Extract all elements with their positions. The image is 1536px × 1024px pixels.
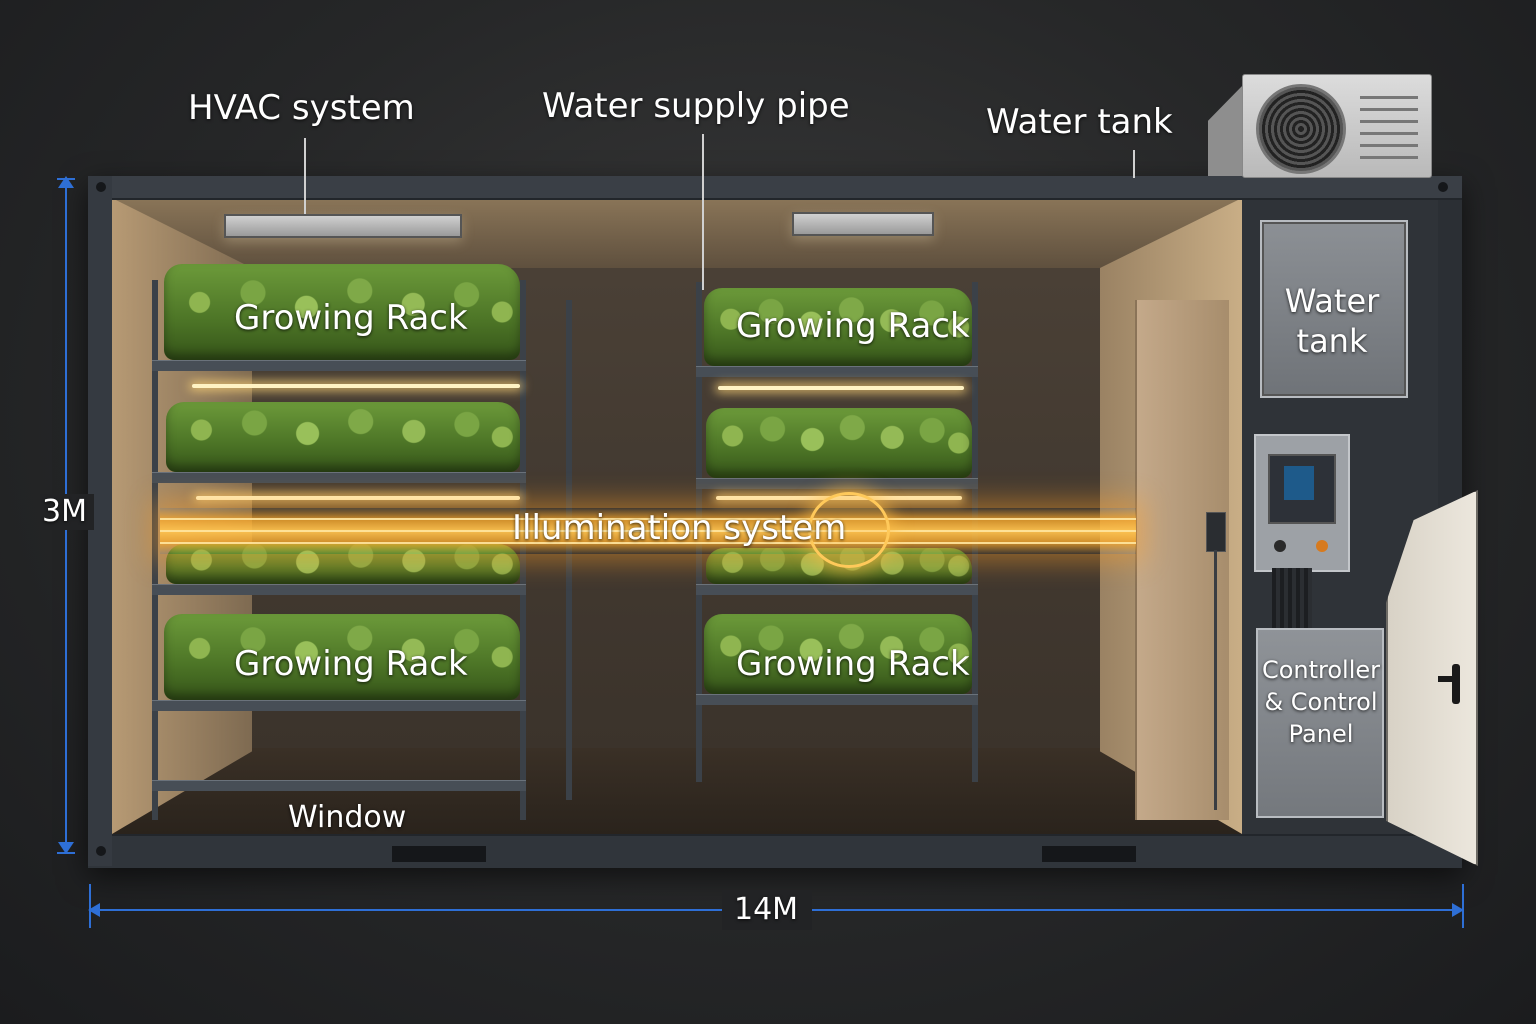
illumination-beam-line	[160, 518, 1136, 520]
width-dimension-label: 14M	[734, 892, 799, 927]
label-hvac-system: HVAC system	[188, 88, 415, 128]
plants-tray	[164, 614, 520, 700]
rack-shelf	[696, 478, 978, 489]
leader-line-water-tank	[1133, 150, 1135, 178]
controller-label-line3: Panel	[1288, 720, 1354, 748]
interior-partition	[1135, 300, 1229, 820]
dimension-tick	[57, 852, 75, 854]
water-tank-box-label-line1: Water	[1284, 282, 1380, 320]
container-top-rail	[88, 176, 1462, 200]
illumination-beam-line	[160, 530, 1136, 532]
ceiling-light	[792, 212, 934, 236]
forklift-slot	[1042, 846, 1136, 862]
hvac-grille	[1360, 144, 1418, 147]
leader-line-water-pipe	[702, 134, 704, 290]
plants-tray	[704, 288, 972, 366]
label-illumination-system: Illumination system	[512, 508, 847, 548]
controller-label-line1: Controller	[1261, 656, 1381, 684]
rack-shelf	[152, 584, 526, 595]
height-dimension-label: 3M	[42, 494, 87, 529]
dimension-tick	[57, 178, 75, 180]
label-growing-rack: Growing Rack	[234, 298, 468, 338]
led-strip	[192, 384, 520, 388]
wall-conduit	[1214, 550, 1217, 810]
door-handle-icon	[1452, 664, 1460, 704]
illumination-highlight-circle	[808, 492, 890, 568]
hvac-grille	[1360, 96, 1418, 99]
water-tank-box	[1260, 220, 1408, 398]
rack-shelf	[152, 700, 526, 711]
dimension-tick	[89, 884, 91, 928]
arrow-left-icon	[88, 903, 100, 917]
panel-display	[1284, 466, 1314, 500]
rack-shelf	[152, 472, 526, 483]
corner-casting	[96, 182, 106, 192]
height-label-background	[40, 494, 94, 530]
door-handle-lever	[1438, 676, 1458, 682]
arrow-right-icon	[1452, 903, 1464, 917]
cable-bundle	[1272, 568, 1312, 628]
panel-indicator-light	[1316, 540, 1328, 552]
corner-casting	[96, 846, 106, 856]
plants-tray	[164, 264, 520, 360]
wall-switch	[1206, 512, 1226, 552]
label-growing-rack: Growing Rack	[234, 644, 468, 684]
controller-box	[1256, 628, 1384, 818]
leader-line-hvac	[304, 138, 306, 214]
panel-switch	[1274, 540, 1286, 552]
plants-tray	[704, 614, 972, 694]
plants-tray	[166, 402, 520, 472]
led-strip	[196, 496, 520, 500]
floor	[112, 748, 1242, 834]
dimension-tick	[1462, 884, 1464, 928]
plants-tray	[706, 408, 972, 478]
container-bottom-rail	[88, 834, 1462, 868]
label-water-tank: Water tank	[986, 102, 1173, 142]
rack-shelf	[152, 360, 526, 371]
label-water-supply-pipe: Water supply pipe	[542, 86, 850, 126]
width-label-background	[722, 890, 812, 930]
forklift-slot	[392, 846, 486, 862]
controller-label-line2: & Control	[1264, 688, 1378, 716]
rack-shelf	[696, 366, 978, 377]
arrow-down-icon	[58, 842, 74, 854]
label-growing-rack: Growing Rack	[736, 644, 970, 684]
corner-casting	[1438, 182, 1448, 192]
fan-icon	[1256, 84, 1346, 174]
illumination-beam-line	[160, 542, 1136, 544]
hvac-grille	[1360, 156, 1418, 159]
rack-shelf	[696, 694, 978, 705]
rack-post	[152, 280, 158, 820]
hvac-grille	[1360, 120, 1418, 123]
label-growing-rack: Growing Rack	[736, 306, 970, 346]
hvac-grille	[1360, 132, 1418, 135]
led-strip	[718, 386, 964, 390]
ceiling-light	[224, 214, 462, 238]
water-tank-box-label-line2: tank	[1296, 322, 1368, 360]
label-window: Window	[288, 800, 407, 835]
rack-shelf	[696, 584, 978, 595]
hvac-grille	[1360, 108, 1418, 111]
hvac-unit-side	[1208, 84, 1244, 176]
rack-shelf	[152, 780, 526, 791]
